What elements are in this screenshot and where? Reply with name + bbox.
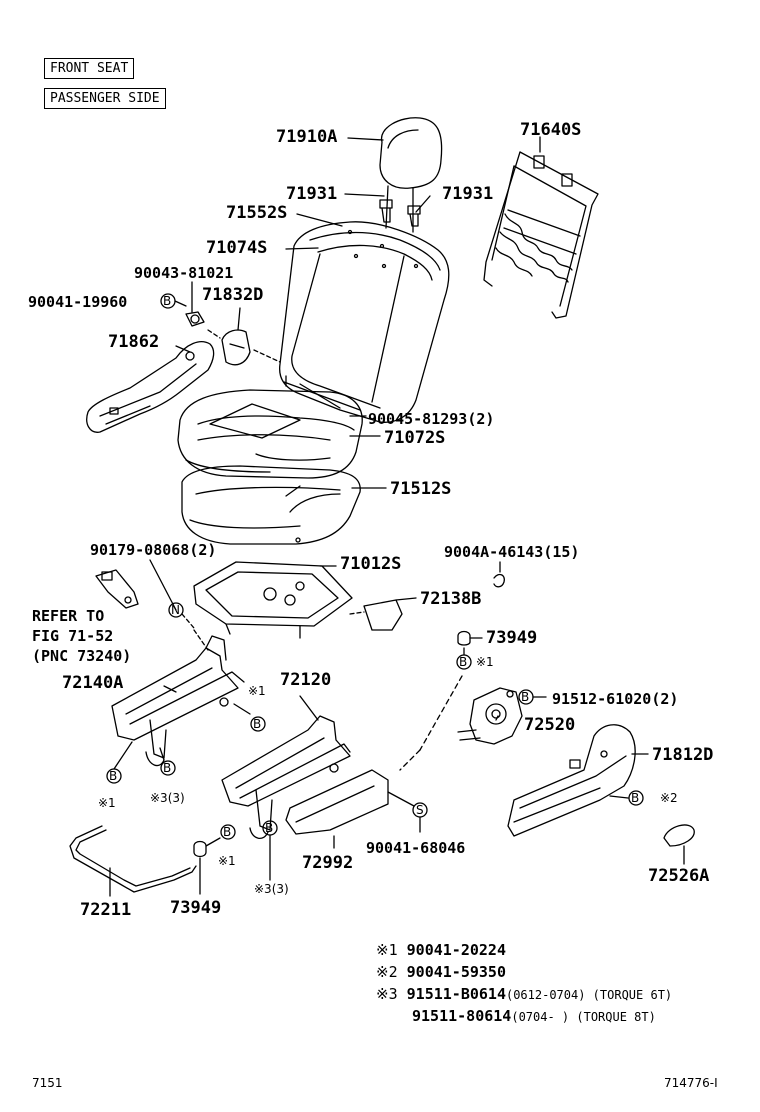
legend-mark: ※3 bbox=[376, 985, 398, 1003]
part-71931-left[interactable]: 71931 bbox=[286, 184, 338, 204]
screw-symbol-s: S bbox=[416, 803, 424, 817]
legend-code[interactable]: 91511-B0614 bbox=[406, 985, 506, 1003]
part-91512-61020[interactable]: 91512-61020(2) bbox=[552, 690, 679, 708]
headrest-guide-left bbox=[379, 199, 393, 223]
seatback-cushion bbox=[278, 221, 450, 423]
bolt-symbol-b: B bbox=[521, 690, 530, 704]
legend-code[interactable]: 90041-20224 bbox=[406, 941, 506, 959]
legend-row-2: ※2 90041-59350 bbox=[376, 962, 506, 982]
front-seat-label: FRONT SEAT bbox=[44, 58, 135, 79]
part-90179-08068[interactable]: 90179-08068(2) bbox=[90, 541, 217, 559]
recliner-side-cover bbox=[86, 341, 215, 433]
seat-frame-pan bbox=[193, 561, 353, 639]
legend-note: (0612-0704) (TORQUE 6T) bbox=[505, 988, 673, 1002]
part-72520[interactable]: 72520 bbox=[524, 715, 576, 735]
part-72120[interactable]: 72120 bbox=[280, 670, 332, 690]
note-mark-1: ※1 bbox=[476, 655, 494, 669]
seat-cushion bbox=[177, 389, 363, 479]
slide-adjuster-bar bbox=[69, 825, 197, 893]
part-72140A[interactable]: 72140A bbox=[62, 673, 124, 693]
clip-hook bbox=[493, 573, 505, 588]
seat-belt-buckle bbox=[95, 569, 139, 609]
part-72992[interactable]: 72992 bbox=[302, 853, 354, 873]
bolt-symbol-b: B bbox=[631, 791, 640, 805]
nut-symbol-n: N bbox=[171, 603, 180, 617]
note-mark-3: ※3(3) bbox=[150, 791, 185, 805]
part-71832D[interactable]: 71832D bbox=[202, 285, 264, 305]
recliner-outer-cover bbox=[507, 724, 636, 837]
bolt-symbol-b: B bbox=[265, 821, 274, 835]
legend-code[interactable]: 90041-59350 bbox=[406, 963, 506, 981]
bolt-symbol-b: B bbox=[163, 294, 172, 308]
footer-page-code: 7151 bbox=[32, 1076, 63, 1090]
part-71072S[interactable]: 71072S bbox=[384, 428, 446, 448]
slide-cover bbox=[363, 597, 417, 631]
bolt-symbol-b: B bbox=[459, 655, 468, 669]
legend-row-1: ※1 90041-20224 bbox=[376, 940, 506, 960]
part-73949-lower[interactable]: 73949 bbox=[170, 898, 222, 918]
recliner-knob bbox=[663, 824, 695, 847]
part-90045-81293[interactable]: 90045-81293(2) bbox=[368, 410, 495, 428]
refer-note-line3[interactable]: (PNC 73240) bbox=[32, 647, 132, 665]
seat-track-right bbox=[221, 715, 351, 839]
legend-mark: ※2 bbox=[376, 963, 398, 981]
part-71910A[interactable]: 71910A bbox=[276, 127, 338, 147]
part-71812D[interactable]: 71812D bbox=[652, 745, 714, 765]
seat-track-left bbox=[111, 635, 245, 767]
legend-code[interactable]: 91511-80614 bbox=[412, 1007, 512, 1025]
spacer-collar bbox=[185, 311, 205, 327]
part-73949-upper[interactable]: 73949 bbox=[486, 628, 538, 648]
bolt-symbol-b: B bbox=[163, 761, 172, 775]
plug-cap-upper bbox=[457, 630, 471, 646]
part-72211[interactable]: 72211 bbox=[80, 900, 132, 920]
legend-note: (0704- ) (TORQUE 8T) bbox=[511, 1010, 656, 1024]
seat-pad bbox=[181, 465, 361, 545]
part-71862[interactable]: 71862 bbox=[108, 332, 160, 352]
footer-illustration-number: 714776-I bbox=[664, 1076, 718, 1090]
legend-mark: ※1 bbox=[376, 941, 398, 959]
note-mark-1: ※1 bbox=[248, 684, 266, 698]
bolt-symbol-b: B bbox=[223, 825, 232, 839]
note-mark-1: ※1 bbox=[98, 796, 116, 810]
part-72138B[interactable]: 72138B bbox=[420, 589, 482, 609]
part-71931-right[interactable]: 71931 bbox=[442, 184, 494, 204]
part-71512S[interactable]: 71512S bbox=[390, 479, 452, 499]
track-cover bbox=[285, 769, 389, 835]
part-71552S[interactable]: 71552S bbox=[226, 203, 288, 223]
plug-cap-lower bbox=[193, 840, 207, 858]
part-90041-68046[interactable]: 90041-68046 bbox=[366, 839, 466, 857]
note-mark-3: ※3(3) bbox=[254, 882, 289, 896]
headrest-shape bbox=[379, 117, 443, 233]
refer-note-line1: REFER TO bbox=[32, 607, 105, 625]
legend-row-3: ※3 91511-B0614(0612-0704) (TORQUE 6T) bbox=[376, 984, 672, 1005]
recliner-mechanism bbox=[457, 687, 523, 745]
part-90041-19960[interactable]: 90041-19960 bbox=[28, 293, 128, 311]
part-90043-81021[interactable]: 90043-81021 bbox=[134, 264, 234, 282]
note-mark-1: ※1 bbox=[218, 854, 236, 868]
part-72526A[interactable]: 72526A bbox=[648, 866, 710, 886]
part-9004A-46143[interactable]: 9004A-46143(15) bbox=[444, 543, 580, 561]
headrest-guide-right bbox=[407, 205, 421, 227]
passenger-side-label: PASSENGER SIDE bbox=[44, 88, 166, 109]
legend-row-4: 91511-80614(0704- ) (TORQUE 8T) bbox=[412, 1006, 656, 1027]
note-mark-2: ※2 bbox=[660, 791, 678, 805]
recliner-cover-inner bbox=[221, 329, 251, 366]
bolt-symbol-b: B bbox=[253, 717, 262, 731]
bolt-symbol-b: B bbox=[109, 769, 118, 783]
part-71012S[interactable]: 71012S bbox=[340, 554, 402, 574]
part-71074S[interactable]: 71074S bbox=[206, 238, 268, 258]
seatback-frame bbox=[483, 151, 599, 319]
part-71640S[interactable]: 71640S bbox=[520, 120, 582, 140]
refer-note-line2[interactable]: FIG 71-52 bbox=[32, 627, 114, 645]
